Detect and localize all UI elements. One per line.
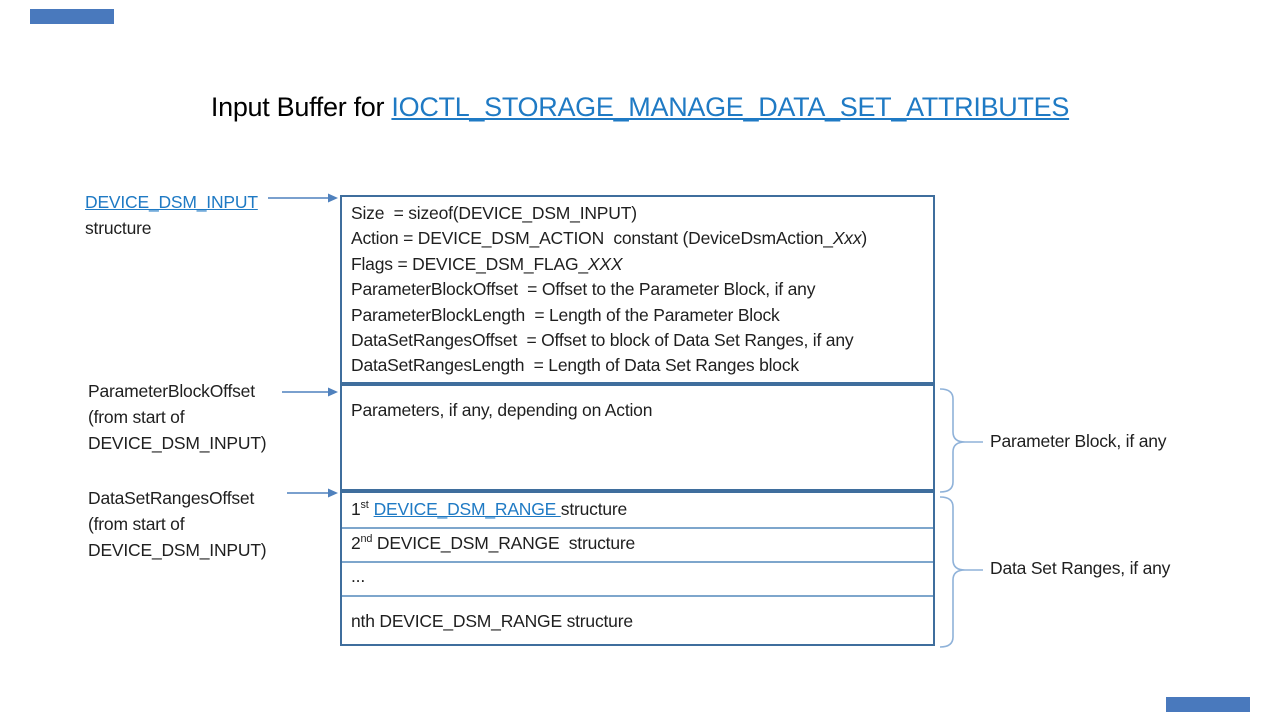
field-size: Size = sizeof(DEVICE_DSM_INPUT) (351, 203, 637, 223)
device-dsm-range-link[interactable]: DEVICE_DSM_RANGE (373, 499, 561, 519)
range-row-1-rest: structure (560, 499, 628, 519)
label-parameter-block: Parameter Block, if any (990, 431, 1167, 451)
arrow-device-dsm-input (268, 193, 338, 203)
title-ioctl-link[interactable]: IOCTL_STORAGE_MANAGE_DATA_SET_ATTRIBUTES (391, 92, 1070, 122)
field-parameter-block-length: ParameterBlockLength = Length of the Par… (351, 304, 780, 325)
title-prefix: Input Buffer for (210, 92, 392, 122)
divider-range-row-3 (342, 595, 933, 597)
divider-parameters-ranges (342, 489, 933, 493)
divider-range-row-2 (342, 561, 933, 563)
label-device-dsm-input: DEVICE_DSM_INPUT structure (85, 189, 258, 241)
data-set-ranges-offset-line2: (from start of (88, 514, 185, 534)
brace-parameter-block (939, 388, 983, 493)
accent-bar-bottom-right (1166, 697, 1250, 712)
field-flags: Flags = DEVICE_DSM_FLAG_XXX (351, 253, 623, 274)
field-action-xxx-italic: Xxx (832, 228, 862, 249)
field-data-set-ranges-length: DataSetRangesLength = Length of Data Set… (351, 355, 799, 376)
parameter-block-offset-line2: (from start of (88, 407, 185, 427)
range-row-2-ordinal: 2 (351, 533, 361, 553)
buffer-structure-box (340, 195, 935, 646)
device-dsm-input-link[interactable]: DEVICE_DSM_INPUT (85, 192, 258, 212)
range-row-2-rest: DEVICE_DSM_RANGE structure (372, 533, 636, 553)
arrow-data-set-ranges-offset (287, 488, 338, 498)
field-data-set-ranges-offset: DataSetRangesOffset = Offset to block of… (351, 330, 854, 351)
range-row-2: 2nd DEVICE_DSM_RANGE structure (351, 533, 635, 554)
label-parameter-block-offset: ParameterBlockOffset (from start of DEVI… (88, 378, 267, 456)
divider-range-row-1 (342, 527, 933, 529)
field-action: Action = DEVICE_DSM_ACTION constant (Dev… (351, 228, 868, 249)
field-flags-xxx-italic: XXX (587, 253, 623, 274)
data-set-ranges-offset-line1: DataSetRangesOffset (88, 488, 255, 508)
range-row-ellipsis: ... (351, 566, 365, 586)
range-row-1-sup: st (360, 499, 369, 512)
label-data-set-ranges: Data Set Ranges, if any (990, 558, 1171, 578)
divider-header-parameters (342, 382, 933, 386)
brace-data-set-ranges (939, 496, 983, 648)
range-row-1-ordinal: 1 (351, 499, 361, 519)
field-parameter-block-offset: ParameterBlockOffset = Offset to the Par… (351, 279, 816, 300)
device-dsm-input-fields: Size = sizeof(DEVICE_DSM_INPUT) Action =… (351, 201, 867, 379)
range-row-2-sup: nd (360, 533, 373, 546)
range-row-nth: nth DEVICE_DSM_RANGE structure (351, 611, 633, 631)
accent-bar-top-left (30, 9, 114, 24)
range-row-1: 1st DEVICE_DSM_RANGE structure (351, 499, 627, 520)
parameters-section-text: Parameters, if any, depending on Action (351, 400, 653, 420)
device-dsm-input-caption: structure (85, 218, 152, 238)
page-title: Input Buffer for IOCTL_STORAGE_MANAGE_DA… (0, 92, 1280, 123)
parameter-block-offset-line1: ParameterBlockOffset (88, 381, 255, 401)
label-data-set-ranges-offset: DataSetRangesOffset (from start of DEVIC… (88, 485, 267, 563)
arrow-parameter-block-offset (282, 387, 338, 397)
data-set-ranges-offset-line3: DEVICE_DSM_INPUT) (88, 540, 267, 560)
parameter-block-offset-line3: DEVICE_DSM_INPUT) (88, 433, 267, 453)
